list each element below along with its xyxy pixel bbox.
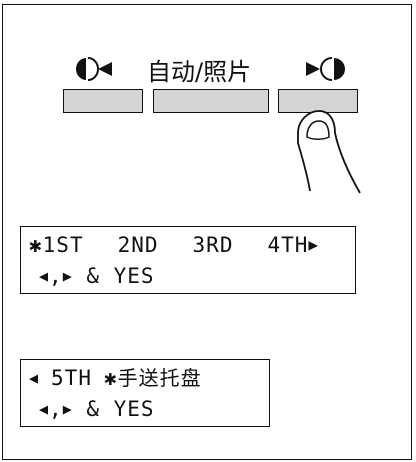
left-key-label [72,52,120,86]
left-arrow-icon: ◀ [29,369,40,387]
left-arrow-icon: ◀ [39,267,50,285]
left-arrow-icon: ◀ [39,400,50,418]
selected-marker: ✱ [103,366,118,390]
manual-bypass-tray-label: 手送托盘 [117,366,202,390]
right-arrow-icon: ▶ [308,235,320,254]
auto-photo-key[interactable] [153,89,269,113]
hint-text: & YES [72,264,155,288]
lcd2-line1: ◀ 5TH ✱手送托盘 [29,363,202,393]
pointing-finger-icon [297,110,361,194]
right-key-label [300,52,356,86]
comma: , [49,397,63,421]
tray-option-3rd: 3RD [192,233,234,257]
tray-option-1st: 1ST [42,233,84,257]
lcd2-line2: ◀,▶ & YES [39,394,155,424]
illustration-frame [2,4,412,460]
right-arrow-icon: ▶ [62,400,73,418]
lcd-screen-2: ◀5TH✱手送托盘 ◀,▶ & YES [20,359,270,427]
tray-option-4th: 4TH [267,233,309,257]
hint-text: & YES [72,397,155,421]
half-moon-left-arrow-icon [76,57,112,81]
left-arrow-key[interactable] [63,89,143,113]
center-key-label: 自动/照片 [147,57,252,86]
comma: , [49,264,63,288]
lcd1-line1: ✱1ST 2ND 3RD 4TH▶ [29,230,319,260]
selected-marker: ✱ [29,233,43,257]
right-arrow-half-moon-icon [306,57,345,81]
tray-option-5th: 5TH [51,366,92,390]
lcd1-line2: ◀,▶ & YES [39,261,155,291]
tray-option-2nd: 2ND [117,233,159,257]
right-arrow-icon: ▶ [62,267,73,285]
